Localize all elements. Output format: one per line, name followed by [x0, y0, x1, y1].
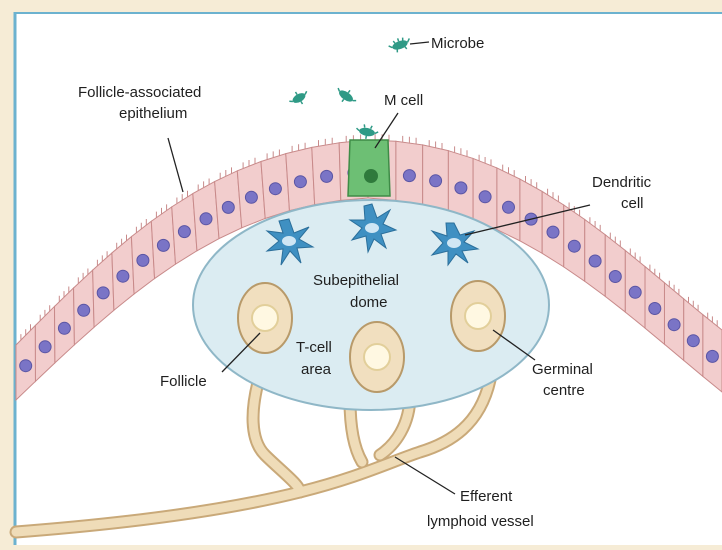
cell-nucleus [245, 191, 257, 203]
cell-nucleus [687, 335, 699, 347]
cell-nucleus [649, 303, 661, 315]
label-tcell-line2: area [301, 361, 332, 378]
label-follicle: Follicle [160, 373, 207, 390]
m-cell [348, 140, 390, 196]
cell-nucleus [321, 170, 333, 182]
label-dome-line1: Subepithelial [313, 272, 399, 289]
cell-nucleus [20, 360, 32, 372]
cell-nucleus [589, 255, 601, 267]
label-m-cell: M cell [384, 92, 423, 109]
cell-nucleus [200, 213, 212, 225]
label-fae-line2: epithelium [119, 105, 187, 122]
cell-nucleus [455, 182, 467, 194]
cell-nucleus [706, 350, 718, 362]
m-cell-nucleus [364, 169, 378, 183]
cell-nucleus [503, 201, 515, 213]
cell-nucleus [117, 270, 129, 282]
cell-nucleus [97, 287, 109, 299]
cell-nucleus [547, 226, 559, 238]
cell-nucleus [78, 304, 90, 316]
label-efferent-line1: Efferent [460, 488, 513, 505]
cell-nucleus [58, 322, 70, 334]
label-fae-line1: Follicle-associated [78, 84, 201, 101]
cell-nucleus [39, 341, 51, 353]
label-dendritic-line2: cell [621, 195, 644, 212]
label-dome-line2: dome [350, 294, 388, 311]
label-efferent-line2: lymphoid vessel [427, 513, 534, 530]
label-tcell-line1: T-cell [296, 339, 332, 356]
cell-nucleus [629, 286, 641, 298]
follicle-left [238, 283, 292, 353]
label-germinal-line2: centre [543, 382, 585, 399]
cell-nucleus [430, 175, 442, 187]
cell-nucleus [294, 176, 306, 188]
cell-nucleus [609, 271, 621, 283]
label-microbe: Microbe [431, 35, 484, 52]
cell-nucleus [178, 226, 190, 238]
cell-nucleus [479, 191, 491, 203]
label-dendritic-line1: Dendritic [592, 174, 652, 191]
follicle-middle [350, 322, 404, 392]
cell-nucleus [269, 183, 281, 195]
label-germinal-line1: Germinal [532, 361, 593, 378]
cell-nucleus [137, 254, 149, 266]
cell-nucleus [403, 170, 415, 182]
cell-nucleus [668, 319, 680, 331]
follicle-right [451, 281, 505, 351]
cell-nucleus [568, 240, 580, 252]
cell-nucleus [222, 201, 234, 213]
cell-nucleus [157, 239, 169, 251]
